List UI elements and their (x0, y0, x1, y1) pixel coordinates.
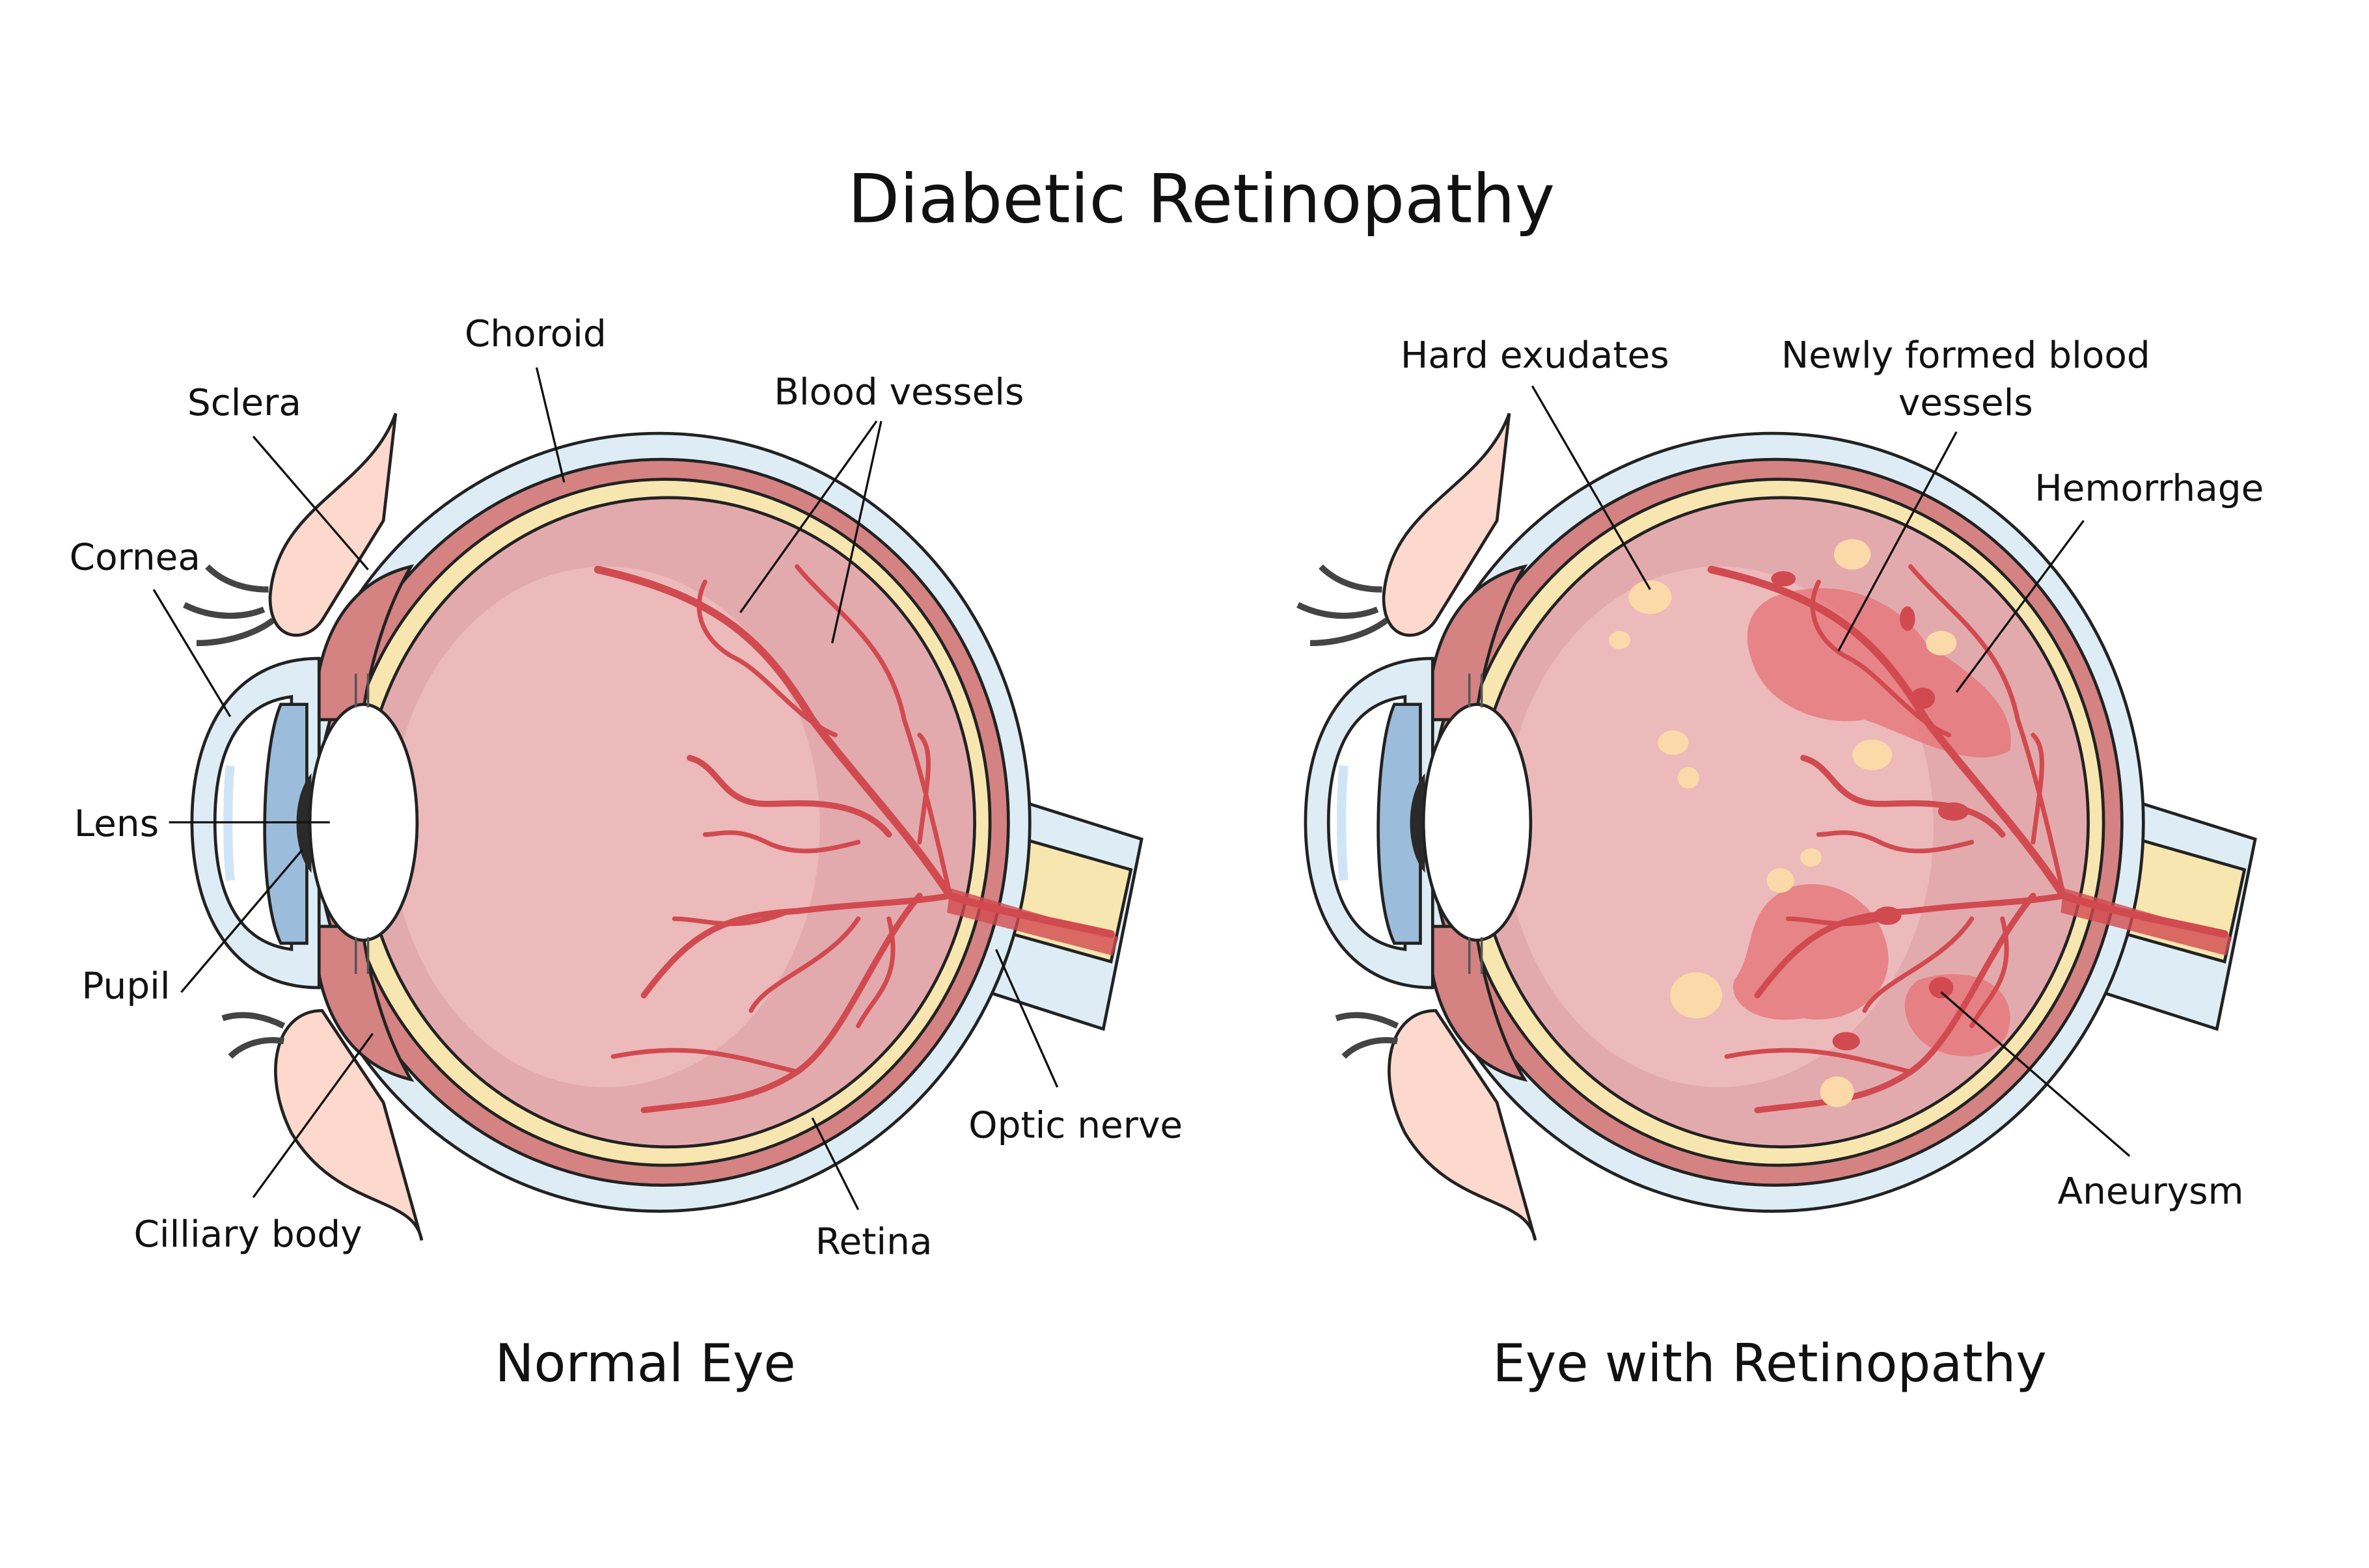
label-hard-exudates: Hard exudates (1401, 334, 1669, 377)
label-choroid: Choroid (465, 313, 607, 355)
label-retina: Retina (815, 1221, 933, 1264)
label-new-vessels-line2: vessels (1898, 382, 2033, 424)
diagram-title: Diabetic Retinopathy (848, 160, 1555, 238)
label-aneurysm: Aneurysm (2058, 1170, 2244, 1213)
aneurysms (1771, 571, 1969, 1051)
label-pupil: Pupil (81, 965, 170, 1007)
label-hemorrhage: Hemorrhage (2034, 468, 2264, 510)
caption-retinopathy-eye: Eye with Retinopathy (1492, 1333, 2046, 1394)
label-sclera: Sclera (187, 382, 301, 424)
caption-normal-eye: Normal Eye (495, 1333, 796, 1394)
retinopathy-eye-illustration (1298, 413, 2255, 1240)
label-blood-vessels: Blood vessels (774, 371, 1024, 413)
label-optic-nerve: Optic nerve (968, 1105, 1183, 1147)
retinopathy-eye-labels: Hard exudates Newly formed blood vessels… (1401, 334, 2264, 1394)
label-cornea: Cornea (70, 537, 200, 579)
hard-exudates (1608, 539, 1957, 1107)
label-ciliary-body: Cilliary body (133, 1213, 362, 1256)
label-lens: Lens (74, 803, 159, 845)
label-new-vessels-line1: Newly formed blood (1781, 334, 2150, 377)
normal-eye-labels: Choroid Sclera Cornea Lens Pupil Cilliar… (70, 313, 1183, 1394)
